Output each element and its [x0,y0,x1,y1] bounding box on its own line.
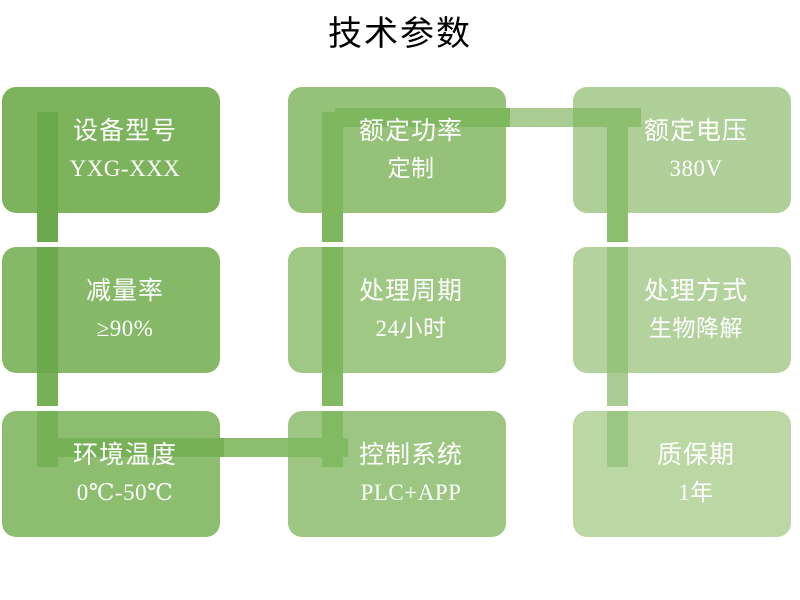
h-connector-power-voltage [500,108,590,127]
v-connector-col3-over-card3 [607,112,628,213]
card-treatment-method-value: 生物降解 [649,316,743,341]
v-connector-col1-over-card7 [37,411,58,467]
card-control-system-content: 控制系统 PLC+APP [288,411,506,537]
card-treatment-method-content: 处理方式 生物降解 [573,247,791,373]
card-warranty-period-label: 质保期 [656,442,735,469]
card-rated-power-value: 定制 [387,156,435,181]
card-ambient-temperature[interactable]: 环境温度 0℃-50℃ [2,411,224,537]
card-rated-power-label: 额定功率 [358,118,463,145]
card-treatment-cycle-content: 处理周期 24小时 [288,247,506,373]
card-warranty-period-content: 质保期 1年 [573,411,791,537]
card-reduction-rate-content: 减量率 ≥90% [2,247,220,373]
v-connector-col3-seg1 [607,206,628,242]
v-connector-col2-seg2 [322,366,343,406]
card-warranty-period-value: 1年 [678,480,714,505]
card-rated-power-content: 额定功率 定制 [288,87,506,213]
v-connector-col2-over-card5 [322,247,343,373]
v-connector-col1-over-card1 [37,112,58,213]
card-device-model-content: 设备型号 YXG-XXX [2,87,220,213]
card-ambient-temperature-content: 环境温度 0℃-50℃ [2,411,220,537]
card-reduction-rate[interactable]: 减量率 ≥90% [2,247,220,373]
card-treatment-cycle[interactable]: 处理周期 24小时 [288,247,506,373]
card-device-model-value: YXG-XXX [69,156,181,181]
h-connector-temp-control [210,438,305,457]
page-title: 技术参数 [328,16,472,53]
v-connector-col1-over-card4 [37,247,58,373]
v-connector-col1-seg2 [37,366,58,406]
card-device-model[interactable]: 设备型号 YXG-XXX [2,87,220,213]
card-treatment-cycle-value: 24小时 [375,316,447,341]
card-control-system-value: PLC+APP [360,480,462,505]
card-rated-voltage-content: 额定电压 380V [573,87,791,213]
v-connector-col3-over-card6 [607,247,628,373]
h-connector-over-card-rated-power [335,108,510,127]
card-treatment-cycle-label: 处理周期 [358,278,463,305]
v-connector-col2-over-card8 [322,411,343,467]
card-treatment-method[interactable]: 处理方式 生物降解 [573,247,791,373]
card-warranty-period[interactable]: 质保期 1年 [573,411,791,537]
v-connector-col3-seg2 [607,366,628,406]
v-connector-col2-over-card2 [322,112,343,213]
card-ambient-temperature-value: 0℃-50℃ [76,480,174,505]
h-connector-over-card-ambient-temperature [49,438,224,457]
v-connector-col3-over-card9 [607,411,628,467]
card-control-system[interactable]: 控制系统 PLC+APP [288,411,506,537]
v-connector-col2-seg1 [322,206,343,242]
card-device-model-label: 设备型号 [72,118,177,145]
card-rated-voltage[interactable]: 额定电压 380V [573,87,791,213]
card-rated-power[interactable]: 额定功率 定制 [288,87,510,213]
card-treatment-method-label: 处理方式 [643,278,748,305]
card-ambient-temperature-label: 环境温度 [72,442,177,469]
card-reduction-rate-value: ≥90% [96,316,154,341]
card-rated-voltage-value: 380V [669,156,723,181]
card-reduction-rate-label: 减量率 [85,278,164,305]
v-connector-col1-seg1 [37,206,58,242]
card-control-system-label: 控制系统 [358,442,463,469]
card-rated-voltage-label: 额定电压 [643,118,748,145]
